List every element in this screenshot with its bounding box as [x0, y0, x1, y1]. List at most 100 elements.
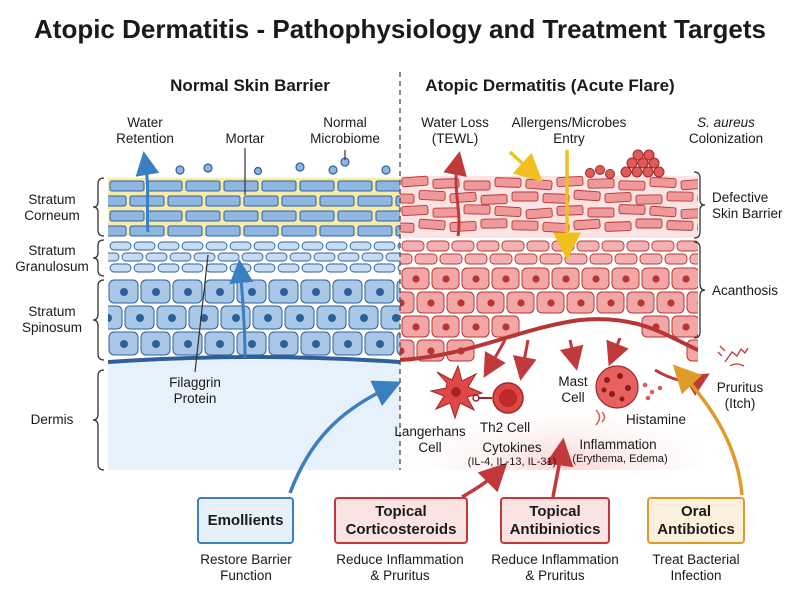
cell-nucleus: [312, 340, 320, 348]
defective-corneocyte: [418, 218, 446, 231]
granular-cell: [325, 241, 348, 251]
granular-cell: [564, 253, 588, 265]
defective-corneocyte: [635, 218, 663, 229]
granular-cell: [689, 253, 698, 265]
defective-corneocyte: [542, 193, 570, 204]
granular-cell: [676, 240, 698, 252]
cell-nucleus: [442, 275, 450, 283]
corneocyte: [357, 195, 393, 207]
cell-nucleus: [592, 275, 600, 283]
granular-cell: [439, 253, 463, 265]
corneocyte: [108, 195, 127, 207]
treatment-desc-topical-antibiotics: Reduce Inflammation& Pruritus: [491, 552, 619, 583]
corneocyte: [281, 225, 317, 237]
granular-cell: [205, 241, 228, 251]
granular-cell: [193, 252, 216, 262]
cell-nucleus: [216, 340, 224, 348]
granular-cell: [349, 263, 372, 273]
cell-nucleus: [344, 340, 352, 348]
corneocyte: [261, 180, 297, 192]
defective-corneocyte: [511, 191, 539, 202]
spinous-cell: [686, 291, 698, 314]
cell-nucleus: [216, 288, 224, 296]
atopic-panel-heading: Atopic Dermatitis (Acute Flare): [425, 76, 675, 95]
cell-nucleus: [400, 347, 405, 355]
atopic-skin-layers: [400, 175, 698, 362]
water-retention-arrow: [135, 151, 160, 233]
spinous-cell: [396, 279, 400, 304]
defective-corneocyte: [525, 178, 553, 191]
cell-nucleus: [607, 299, 615, 307]
cell-nucleus: [136, 314, 144, 322]
granular-cell: [414, 253, 438, 265]
granular-cell: [551, 240, 575, 252]
granular-cell: [639, 253, 663, 265]
defective-corneocyte: [463, 180, 491, 191]
granular-cell: [501, 240, 525, 252]
label-inflammation-sub: (Erythema, Edema): [572, 453, 668, 465]
cell-nucleus: [328, 314, 336, 322]
label-acanthosis: Acanthosis: [712, 283, 779, 298]
granular-cell: [601, 240, 625, 252]
filaggrin-arrow: [229, 259, 254, 359]
cell-nucleus: [487, 299, 495, 307]
granular-cell: [400, 253, 413, 265]
granular-cell: [301, 241, 324, 251]
defective-corneocyte: [511, 220, 539, 231]
corneocyte: [357, 225, 393, 237]
label-water-loss: Water Loss(TEWL): [421, 115, 489, 146]
cell-nucleus: [120, 340, 128, 348]
granular-cell: [109, 263, 132, 273]
defective-corneocyte: [432, 178, 460, 189]
granular-cell: [133, 241, 156, 251]
cell-nucleus: [637, 299, 645, 307]
th2-cell: [472, 382, 524, 414]
corneocyte: [147, 210, 183, 222]
cell-nucleus: [547, 299, 555, 307]
defective-corneocyte: [666, 220, 694, 231]
cell-nucleus: [442, 323, 450, 331]
label-mortar: Mortar: [225, 131, 265, 146]
granular-cell: [241, 252, 264, 262]
allergen-arrow-small: [508, 150, 543, 183]
corneocyte: [299, 180, 335, 192]
cell-nucleus: [682, 323, 690, 331]
granular-cell: [373, 263, 396, 273]
granular-cell: [651, 240, 675, 252]
corneocyte: [395, 195, 400, 207]
normal-skin-layers: [108, 178, 400, 364]
granular-cell: [157, 241, 180, 251]
granular-cell: [539, 253, 563, 265]
defective-corneocyte: [649, 205, 677, 218]
cell-nucleus: [296, 314, 304, 322]
cell-nucleus: [427, 299, 435, 307]
defective-corneocyte: [542, 221, 570, 234]
cell-nucleus: [120, 288, 128, 296]
defective-corneocyte: [649, 176, 677, 189]
defective-corneocyte: [604, 191, 632, 204]
defective-corneocyte: [618, 204, 646, 215]
corneocyte: [108, 225, 127, 237]
granular-cell: [361, 252, 384, 262]
granular-cell: [301, 263, 324, 273]
normal-panel-heading: Normal Skin Barrier: [170, 76, 330, 95]
granular-cell: [253, 241, 276, 251]
cell-nucleus: [152, 288, 160, 296]
cell-nucleus: [280, 288, 288, 296]
cell-nucleus: [280, 340, 288, 348]
langerhans-cell: [429, 364, 484, 420]
spinous-cell: [108, 305, 123, 330]
